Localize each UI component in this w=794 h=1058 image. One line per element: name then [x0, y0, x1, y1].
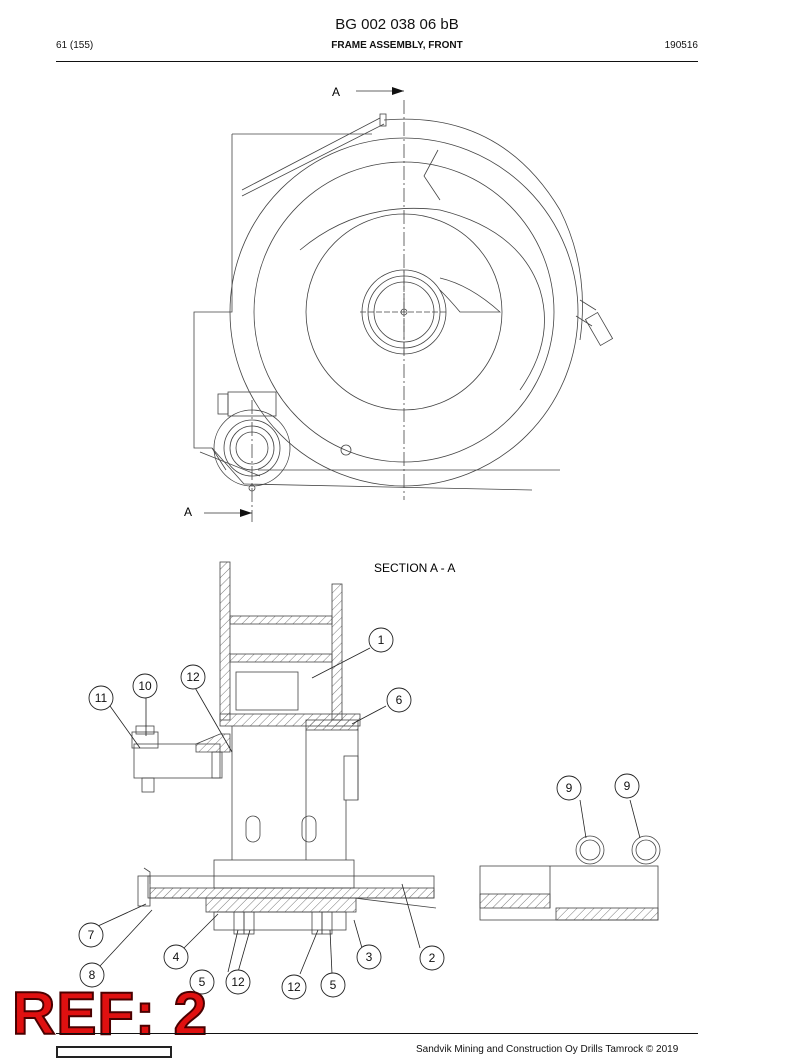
header-rule	[56, 61, 698, 62]
callout-5b: 5	[330, 978, 337, 992]
callout-6: 6	[396, 693, 403, 707]
ref-stamp: REF: 2	[11, 980, 209, 1047]
section-title: SECTION A - A	[374, 561, 455, 575]
callout-9a: 9	[566, 781, 573, 795]
callout-2: 2	[429, 951, 436, 965]
leader-lines	[97, 647, 641, 975]
callout-12b: 12	[231, 975, 245, 989]
callout-1: 1	[378, 633, 385, 647]
callout-10: 10	[138, 679, 152, 693]
footer-copyright: Sandvik Mining and Construction Oy Drill…	[416, 1044, 679, 1055]
document-number: BG 002 038 06 bB	[335, 16, 459, 33]
page-title: FRAME ASSEMBLY, FRONT	[331, 40, 463, 51]
callout-3: 3	[366, 950, 373, 964]
section-view	[131, 561, 661, 935]
front-view	[193, 87, 614, 522]
callout-8: 8	[89, 968, 96, 982]
page-number: 61 (155)	[56, 40, 94, 51]
callout-11: 11	[95, 691, 108, 705]
callout-12a: 12	[186, 670, 200, 684]
footer-rule	[56, 1033, 698, 1034]
callout-4: 4	[173, 950, 180, 964]
date-code: 190516	[664, 40, 698, 51]
callout-7: 7	[88, 928, 95, 942]
section-marker-bottom: A	[184, 505, 192, 519]
callout-9b: 9	[624, 779, 631, 793]
callout-12c: 12	[287, 980, 301, 994]
callout-5a: 5	[199, 975, 206, 989]
footer-logo	[56, 1046, 172, 1058]
callouts	[78, 627, 640, 1000]
section-marker-top: A	[332, 85, 340, 99]
